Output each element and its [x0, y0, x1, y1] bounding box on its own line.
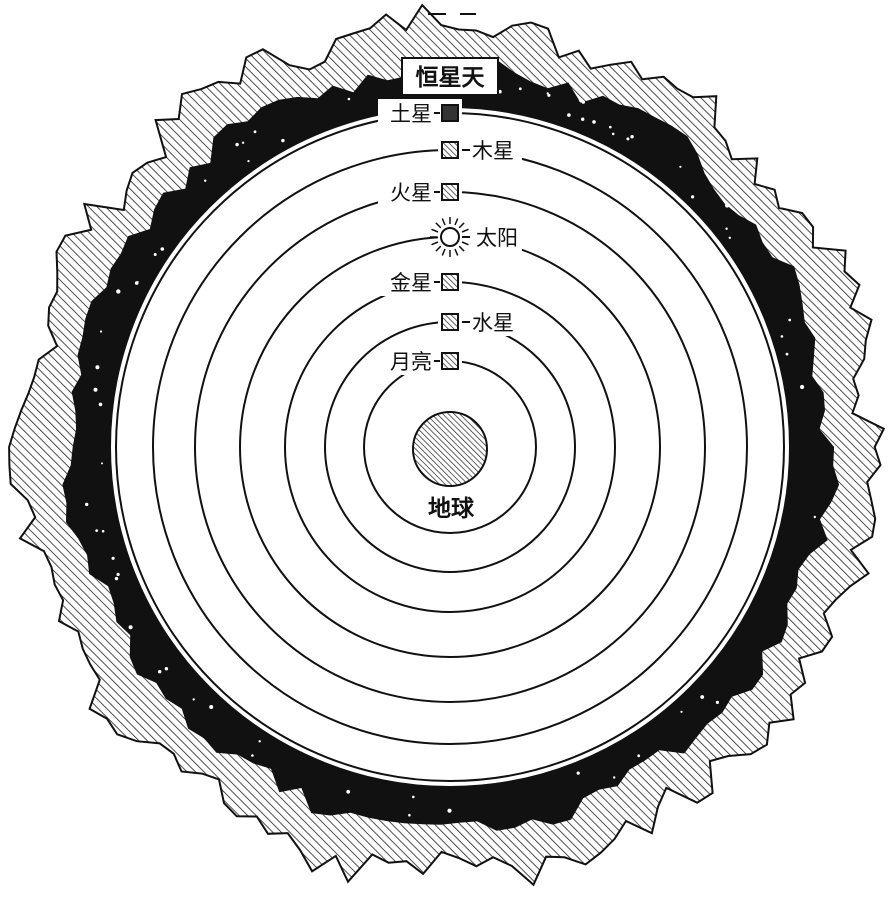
star	[581, 118, 584, 121]
star	[94, 388, 98, 392]
star	[242, 142, 244, 144]
star	[346, 790, 350, 794]
star	[691, 195, 694, 198]
moon-marker	[442, 353, 458, 369]
star	[95, 529, 98, 532]
star	[577, 772, 580, 775]
star	[85, 503, 88, 506]
star	[101, 462, 103, 464]
star	[116, 289, 120, 293]
star	[129, 625, 133, 629]
star	[154, 253, 157, 256]
star	[251, 754, 254, 757]
title-label: 恒星天	[416, 65, 486, 91]
star	[679, 166, 681, 168]
jupiter-marker	[442, 142, 458, 158]
star	[209, 705, 213, 709]
star	[235, 143, 238, 146]
star	[348, 98, 351, 101]
jupiter-label: 木星	[472, 139, 514, 163]
saturn-label: 土星	[390, 102, 432, 126]
star	[547, 92, 549, 94]
star	[115, 577, 118, 580]
star	[158, 670, 161, 673]
star	[165, 667, 168, 670]
star	[630, 135, 633, 138]
star	[447, 809, 451, 813]
star	[193, 698, 195, 700]
star	[781, 335, 784, 338]
star	[99, 403, 103, 407]
star	[100, 330, 102, 332]
star	[412, 796, 415, 799]
star	[716, 701, 719, 704]
star	[700, 695, 704, 699]
star	[613, 776, 615, 778]
moon-label: 月亮	[390, 350, 432, 374]
star	[592, 120, 596, 124]
venus-marker	[442, 274, 458, 290]
star	[814, 516, 816, 518]
star	[725, 203, 729, 207]
star	[637, 754, 640, 757]
star	[609, 126, 612, 129]
sun-icon	[441, 228, 459, 246]
mercury-marker	[442, 314, 458, 330]
mercury-label: 水星	[472, 311, 514, 335]
star	[567, 113, 571, 117]
star	[135, 281, 139, 285]
star	[254, 130, 257, 133]
star	[579, 98, 583, 102]
earth-label: 地球	[428, 496, 475, 522]
star	[680, 711, 682, 713]
mars-label: 火星	[390, 181, 432, 205]
mars-marker	[442, 184, 458, 200]
star	[408, 814, 411, 817]
star	[729, 237, 731, 239]
star	[161, 247, 165, 251]
star	[112, 557, 115, 560]
venus-label: 金星	[390, 271, 432, 295]
star	[725, 228, 727, 230]
star	[519, 87, 522, 90]
star	[259, 740, 261, 742]
star	[117, 573, 120, 576]
star	[800, 385, 804, 389]
saturn-marker	[442, 105, 458, 121]
star	[281, 139, 284, 142]
earth-globe	[413, 412, 487, 486]
star	[612, 133, 615, 136]
star	[247, 160, 249, 162]
star	[626, 137, 629, 140]
star	[204, 180, 206, 182]
star	[102, 530, 105, 533]
star	[95, 365, 99, 369]
star	[788, 319, 791, 322]
star	[786, 353, 789, 356]
sun-label: 太阳	[476, 226, 518, 250]
